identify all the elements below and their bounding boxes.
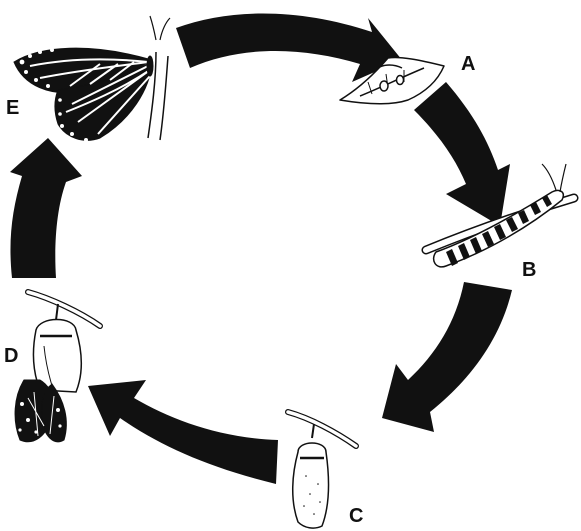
label-c: C bbox=[349, 505, 363, 527]
label-a: A bbox=[461, 53, 475, 75]
emerging-butterfly-illustration bbox=[15, 292, 100, 442]
label-b: B bbox=[522, 259, 536, 281]
arrow-d-to-e bbox=[10, 138, 82, 278]
label-e: E bbox=[6, 97, 19, 119]
arrow-b-to-c bbox=[382, 282, 512, 432]
arrow-e-to-a bbox=[176, 13, 402, 82]
label-d: D bbox=[4, 345, 18, 367]
egg-on-leaf-illustration bbox=[340, 57, 444, 103]
arrow-c-to-d bbox=[88, 380, 278, 484]
adult-butterfly-illustration bbox=[14, 16, 170, 142]
arrow-a-to-b bbox=[414, 82, 510, 226]
chrysalis-illustration bbox=[288, 412, 356, 528]
